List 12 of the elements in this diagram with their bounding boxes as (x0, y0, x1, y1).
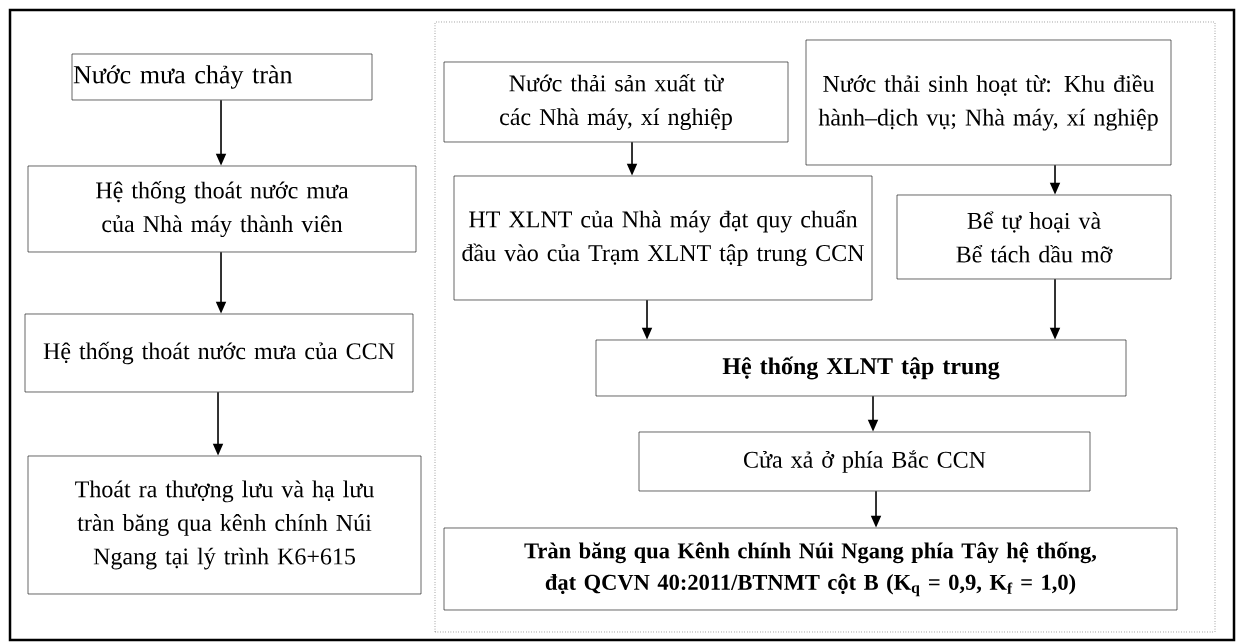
process-box: HT XLNT của Nhà máy đạt quy chuẩn đầu vào của Trạm XLNT tập trung CCN (453, 175, 873, 301)
process-box: Hệ thống thoát nước mưa của CCN (24, 313, 414, 393)
process-box: Bể tự hoại và Bể tách dầu mỡ (896, 194, 1172, 280)
process-box: Thoát ra thượng lưu và hạ lưu tràn băng qua kênh chính Núi Ngang tại lý trình K6+615 (27, 455, 422, 595)
process-box: Nước thải sản xuất từ các Nhà máy, xí nghiệp (443, 61, 789, 143)
process-box: Nước mưa chảy tràn (71, 53, 373, 101)
process-box: Hệ thống XLNT tập trung (595, 339, 1127, 397)
process-box: Nước thải sinh hoạt từ: Khu điều hành–dịch vụ; Nhà máy, xí nghiệp (805, 39, 1172, 166)
process-box: Hệ thống thoát nước mưa của Nhà máy thành viên (27, 165, 417, 253)
process-box: Cửa xả ở phía Bắc CCN (638, 431, 1091, 492)
dotted-group-box (434, 21, 1216, 633)
process-box: Tràn băng qua Kênh chính Núi Ngang phía Tây hệ thống, đạt QCVN 40:2011/BTNMT cột B (K$_{q}$ = 0,9, K$_{f}$ = 1,0) (443, 527, 1178, 611)
